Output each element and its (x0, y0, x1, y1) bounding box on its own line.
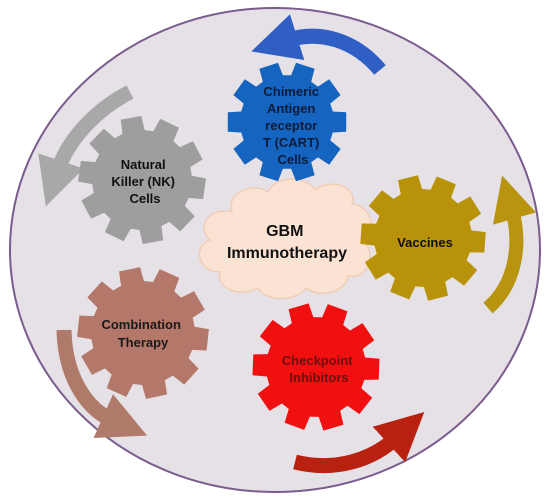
blue-cycle-arrow (251, 14, 386, 75)
gear-checkpoint: Checkpoint Inhibitors (252, 303, 380, 431)
brown-cycle-arrow (56, 329, 148, 439)
gear-combination: Combination Therapy (77, 267, 209, 399)
gear-checkpoint-label: Checkpoint Inhibitors (282, 353, 356, 385)
gear-vaccines: Vaccines (360, 175, 486, 301)
gear-checkpoint-shape (252, 303, 380, 431)
red-cycle-arrow (293, 412, 425, 474)
gear-cart: Chimeric Antigen receptor T (CART) Cells (227, 62, 347, 182)
gear-nk: Natural Killer (NK) Cells (78, 116, 206, 244)
gear-nk-label: Natural Killer (NK) Cells (111, 157, 178, 206)
center-cloud: GBM Immunotherapy (198, 178, 372, 300)
gear-vaccines-label: Vaccines (397, 235, 453, 250)
gear-nk-shape (78, 116, 206, 244)
gear-combination-label: Combination Therapy (101, 317, 184, 350)
center-title-line1: GBM (266, 223, 303, 240)
gear-vaccines-shape (360, 175, 486, 301)
gear-cart-label: Chimeric Antigen receptor T (CART) Cells (263, 84, 323, 167)
gear-cart-shape (227, 62, 347, 182)
gear-combination-shape (77, 267, 209, 399)
svg-text:GBM Immunotherapy: GBM Immunotherapy (227, 223, 347, 262)
center-title-line2: Immunotherapy (227, 245, 347, 262)
gray-cycle-arrow (38, 85, 134, 207)
gold-cycle-arrow (483, 175, 536, 314)
